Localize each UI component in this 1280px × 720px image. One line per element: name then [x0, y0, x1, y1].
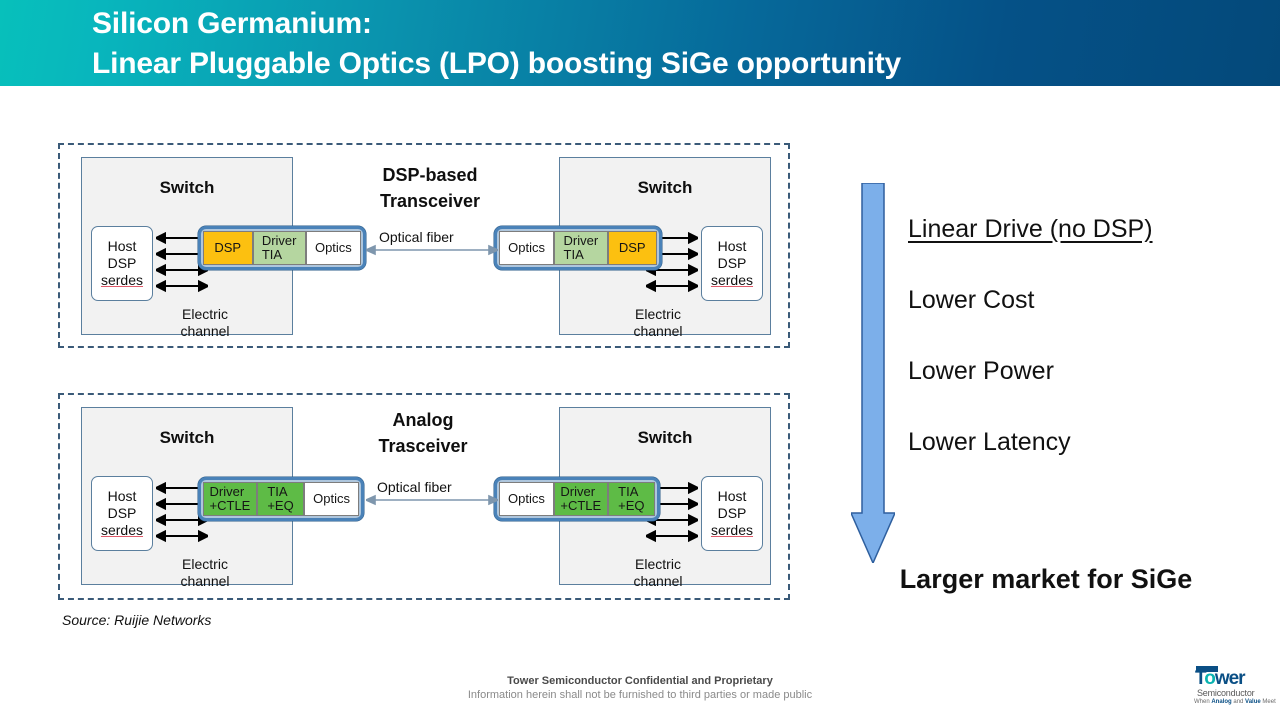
module-cell-driver-tia: Driver TIA	[252, 231, 306, 265]
host-line-3: serdes	[710, 522, 754, 538]
footer-confidential-line: Tower Semiconductor Confidential and Pro…	[507, 675, 773, 687]
benefit-item-0: Linear Drive (no DSP)	[908, 215, 1153, 243]
benefit-item-1: Lower Cost	[908, 286, 1035, 314]
transceiver-module-right-analog: Optics Driver +CTLE TIA +EQ	[494, 477, 660, 521]
host-dsp-serdes-box: Host DSP serdes	[91, 476, 153, 551]
diagram-title-analog: Analog Trasceiver	[378, 410, 468, 456]
host-line-1: Host	[717, 488, 747, 504]
host-line-1: Host	[107, 238, 137, 254]
module-cell-dsp: DSP	[607, 231, 657, 265]
host-line-2: DSP	[107, 255, 137, 271]
logo-wordmark-wer: wer	[1214, 668, 1246, 689]
diagram-title-dsp: DSP-based Transceiver	[379, 165, 481, 211]
logo-tagline-post: Meet	[1260, 699, 1276, 705]
optical-fiber-link	[364, 228, 500, 268]
page-title: Silicon Germanium: Linear Pluggable Opti…	[92, 7, 902, 80]
logo-wordmark: Tower	[1195, 668, 1246, 689]
benefit-item-2: Lower Power	[908, 357, 1054, 385]
optical-fiber-label: Optical fiber	[377, 479, 452, 495]
transceiver-module-left-analog: Driver +CTLE TIA +EQ Optics	[198, 477, 364, 521]
module-cell-tia-eq: TIA +EQ	[256, 482, 305, 516]
tower-semiconductor-logo: Tower Semiconductor When Analog and Valu…	[1192, 666, 1276, 708]
switch-label: Switch	[159, 428, 215, 447]
logo-subtitle: Semiconductor	[1197, 688, 1255, 698]
module-cell-driver-ctle: Driver +CTLE	[203, 482, 257, 516]
transceiver-module-left-dsp: DSP Driver TIA Optics	[198, 226, 366, 270]
logo-tagline-analog: Analog	[1211, 699, 1232, 705]
logo-tagline-mid: and	[1231, 699, 1246, 705]
switch-box-right: Switch Host DSP serdes Electric channel	[559, 407, 771, 589]
host-line-2: DSP	[717, 255, 747, 271]
host-line-1: Host	[717, 238, 747, 254]
conclusion-text: Larger market for SiGe	[899, 564, 1193, 594]
module-cell-driver-ctle: Driver +CTLE	[553, 482, 608, 516]
switch-label: Switch	[159, 178, 215, 197]
electric-channel-label: Electric channel	[180, 306, 230, 339]
host-dsp-serdes-box: Host DSP serdes	[91, 226, 153, 301]
transceiver-module-right-dsp: Optics Driver TIA DSP	[494, 226, 662, 270]
logo-tagline-pre: When	[1194, 699, 1212, 705]
electric-channel-label: Electric channel	[633, 556, 683, 589]
logo-tagline: When Analog and Value Meet	[1194, 698, 1276, 706]
electric-channel-label: Electric channel	[180, 556, 230, 589]
host-dsp-serdes-box: Host DSP serdes	[701, 226, 763, 301]
host-line-2: DSP	[717, 505, 747, 521]
header-banner: Silicon Germanium: Linear Pluggable Opti…	[0, 0, 1280, 86]
diagram-panel-dsp: Switch Host DSP serdes Electric channel …	[58, 143, 790, 348]
module-cell-optics: Optics	[499, 231, 555, 265]
electric-channel-label: Electric channel	[633, 306, 683, 339]
switch-label: Switch	[637, 428, 693, 447]
logo-tagline-value: Value	[1245, 699, 1261, 705]
host-dsp-serdes-box: Host DSP serdes	[701, 476, 763, 551]
host-line-3: serdes	[710, 272, 754, 288]
module-cell-optics: Optics	[305, 231, 361, 265]
module-cell-optics: Optics	[304, 482, 359, 516]
module-cell-driver-tia: Driver TIA	[554, 231, 608, 265]
source-credit: Source: Ruijie Networks	[62, 612, 212, 628]
footer-disclaimer-line: Information herein shall not be furnishe…	[467, 689, 813, 701]
logo-wordmark-o: o	[1204, 668, 1216, 689]
optical-fiber-link	[364, 478, 500, 518]
benefit-item-3: Lower Latency	[908, 428, 1071, 456]
host-line-2: DSP	[107, 505, 137, 521]
optical-fiber-label: Optical fiber	[379, 229, 454, 245]
host-line-3: serdes	[100, 272, 144, 288]
module-cell-dsp: DSP	[203, 231, 253, 265]
logo-wordmark-t: T	[1195, 668, 1205, 689]
host-line-3: serdes	[100, 522, 144, 538]
logo-bar	[1196, 666, 1218, 672]
module-cell-optics: Optics	[499, 482, 554, 516]
host-line-1: Host	[107, 488, 137, 504]
footer: Tower Semiconductor Confidential and Pro…	[0, 674, 1280, 702]
module-cell-tia-eq: TIA +EQ	[607, 482, 655, 516]
down-arrow-icon	[849, 182, 897, 565]
switch-label: Switch	[637, 178, 693, 197]
benefits-list: Linear Drive (no DSP) Lower Cost Lower P…	[908, 214, 1228, 498]
